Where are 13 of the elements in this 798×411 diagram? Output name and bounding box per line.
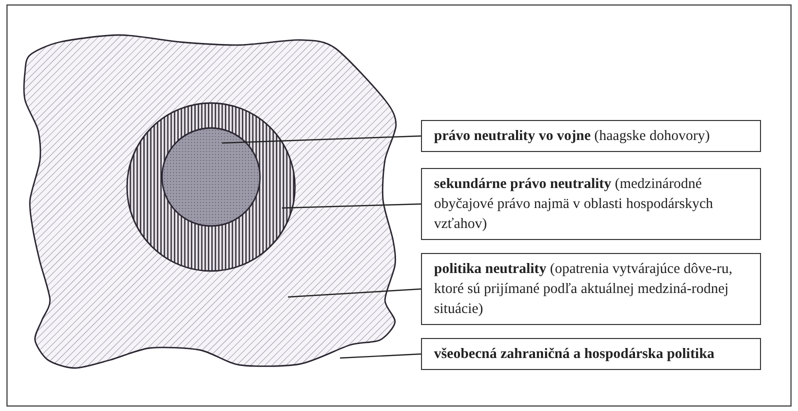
shaded-circle (161, 127, 261, 227)
description-text: sekundárne právo neutrality (medzinárodné obyčajové právo najmä v oblasti hospodárskych vzťahov) (434, 175, 714, 234)
description-text: politika neutrality (opatrenia vytvárajúce dôve-ru, ktoré sú prijímané podľa aktuálnej medziná-rodnej situácie) (434, 260, 734, 319)
leader-line (222, 135, 422, 144)
description-text: všeobecná zahraničná a hospodárska politika (434, 345, 716, 364)
label-box (421, 168, 761, 240)
label-box (421, 338, 761, 370)
description-text: právo neutrality vo vojne (haagske dohovory) (434, 127, 711, 146)
leader-line (288, 288, 422, 298)
leader-line (340, 353, 422, 359)
leader-line (282, 203, 422, 209)
label-box (421, 120, 761, 152)
label-box (421, 253, 761, 325)
